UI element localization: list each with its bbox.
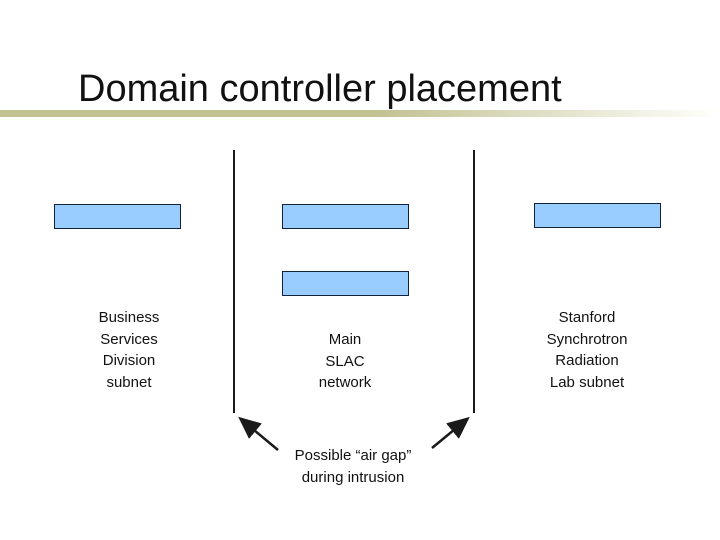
label-line: network xyxy=(318,374,372,391)
label-line: Lab subnet xyxy=(549,373,625,391)
label-line: SLAC xyxy=(325,352,365,370)
label-line: Stanford xyxy=(558,309,616,326)
air-gap-arrow-right xyxy=(431,416,470,449)
domain-controller-box-left xyxy=(54,204,181,229)
caption-line: during intrusion xyxy=(301,468,405,486)
domain-controller-box-center-bottom xyxy=(282,271,409,296)
air-gap-caption: Possible “air gap” during intrusion xyxy=(253,445,453,488)
air-gap-arrow-left xyxy=(238,416,279,451)
label-line: Division xyxy=(102,352,156,369)
label-line: Main xyxy=(328,331,362,348)
slide-title: Domain controller placement xyxy=(78,68,562,110)
subnet-label-main-slac: Main SLAC network xyxy=(265,329,425,394)
network-boundary-line-left xyxy=(233,150,235,413)
subnet-label-ssrl: Stanford Synchrotron Radiation Lab subne… xyxy=(507,307,667,393)
domain-controller-box-center-top xyxy=(282,204,409,229)
label-line: Radiation xyxy=(555,352,619,369)
network-boundary-line-right xyxy=(473,150,475,413)
title-accent-bar xyxy=(0,110,720,117)
air-gap-arrows xyxy=(238,416,470,451)
subnet-label-business-services: Business Services Division subnet xyxy=(49,307,209,393)
domain-controller-box-right xyxy=(534,203,661,228)
label-line: Synchrotron xyxy=(546,330,628,348)
label-line: Business xyxy=(98,309,160,326)
label-line: Services xyxy=(100,330,158,348)
label-line: subnet xyxy=(106,373,152,391)
caption-line: Possible “air gap” xyxy=(294,447,412,464)
